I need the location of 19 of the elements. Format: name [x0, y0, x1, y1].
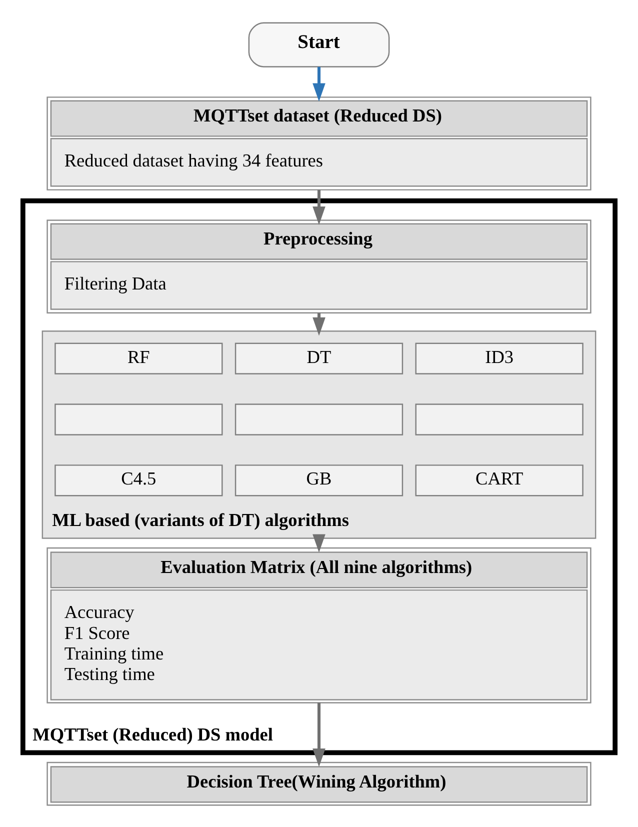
- node-box: DT: [234, 342, 404, 374]
- arrow: [312, 534, 326, 552]
- arrow: [312, 312, 326, 336]
- node-box: Start: [248, 22, 390, 67]
- arrow: [312, 189, 326, 224]
- node-box: [234, 403, 404, 435]
- node-box: CART: [415, 464, 584, 496]
- arrow: [312, 702, 326, 766]
- node-box: Decision Tree(Wining Algorithm): [46, 761, 592, 806]
- arrow: [312, 66, 326, 102]
- node-box: GB: [234, 464, 404, 496]
- node-box: [54, 403, 223, 435]
- node-box: RF: [54, 342, 223, 374]
- node-box: [415, 403, 584, 435]
- node-box: MQTTset dataset (Reduced DS) Reduced dataset having 34 features: [46, 96, 592, 190]
- node-box: C4.5: [54, 464, 223, 496]
- node-box: ID3: [415, 342, 584, 374]
- node-box: Preprocessing Filtering Data: [46, 219, 592, 313]
- node-box: Evaluation Matrix (All nine algorithms) Accuracy F1 Score Training time Testing time: [46, 546, 592, 703]
